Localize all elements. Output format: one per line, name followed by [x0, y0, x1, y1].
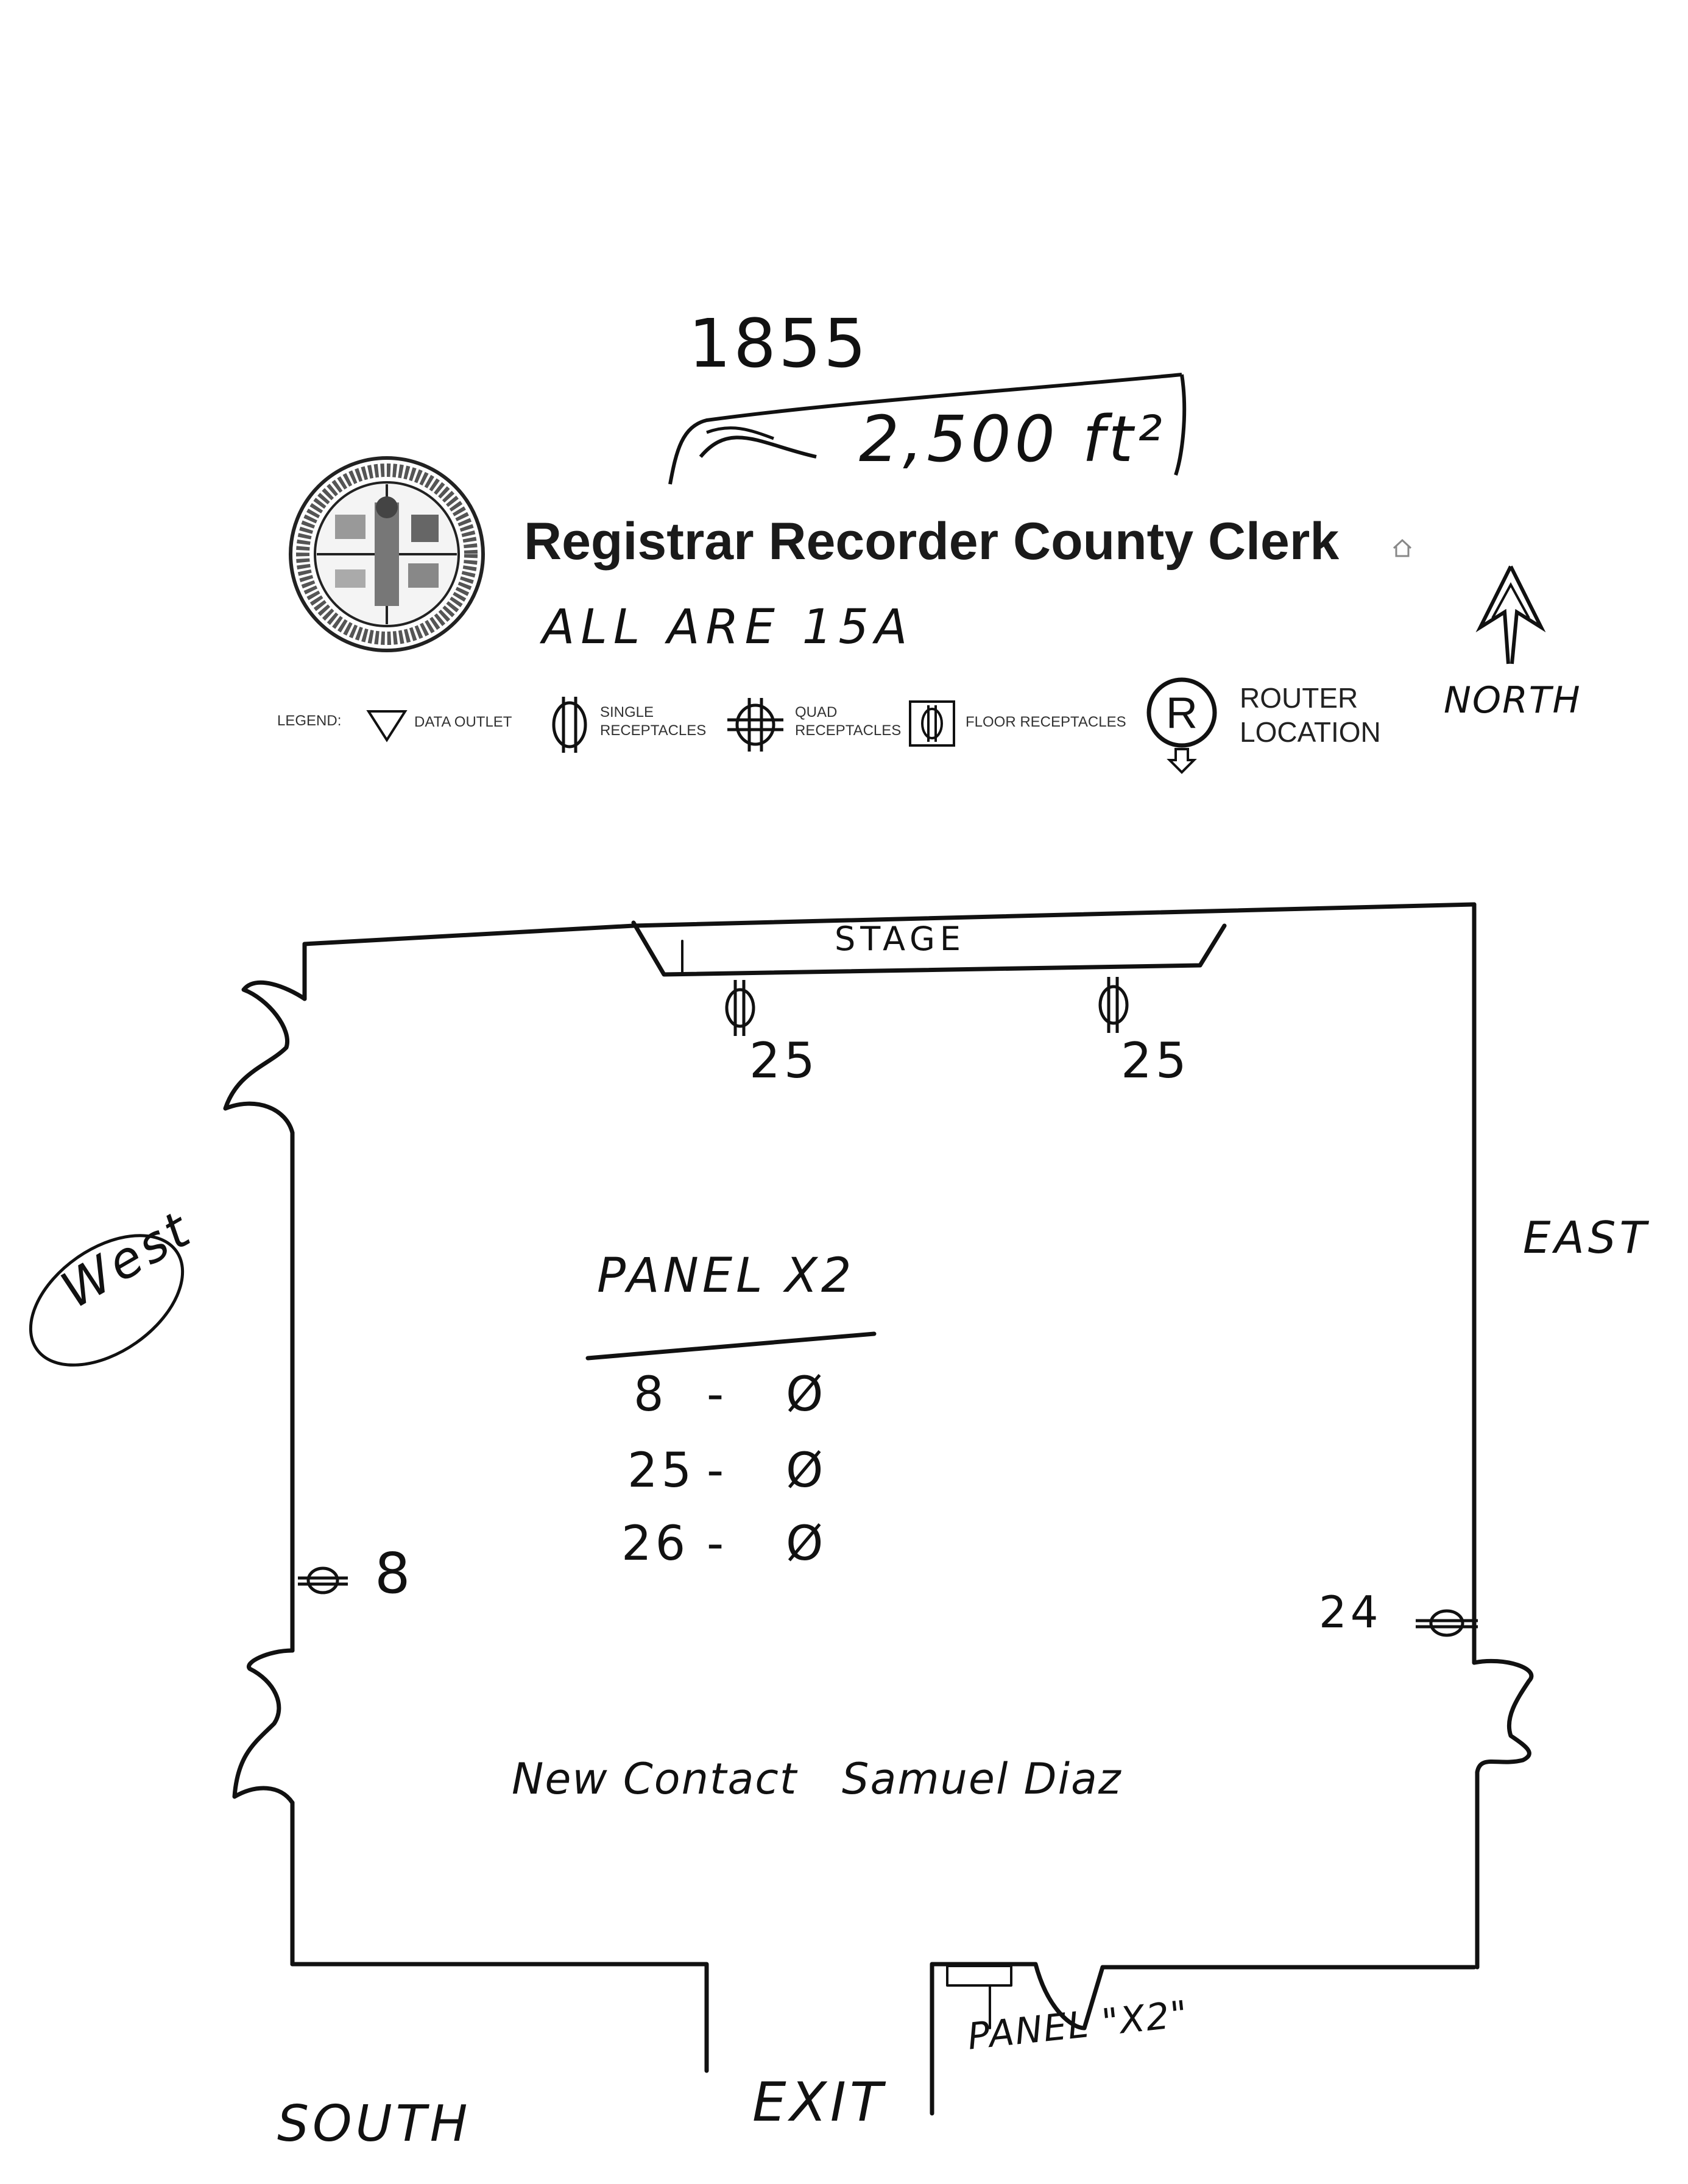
outlet-north-right-icon — [1098, 977, 1129, 1033]
single-receptacle-icon — [552, 697, 587, 753]
panel-row: 8 - Ø — [634, 1367, 853, 1422]
panel-row-circuit: 25 — [627, 1443, 696, 1498]
panel-table-heading: PANEL X2 — [597, 1249, 855, 1303]
svg-text:R: R — [1166, 689, 1198, 738]
legend-label: LEGEND: — [277, 713, 342, 729]
exit-label: EXIT — [752, 2071, 886, 2133]
contact-note: New Contact Samuel Diaz — [512, 1754, 1122, 1804]
amperage-note: ALL ARE 15A — [542, 600, 914, 655]
floor-receptacle-icon — [909, 700, 955, 747]
outlet-east-icon — [1416, 1609, 1478, 1637]
outlet-north-right-circuit: 25 — [1121, 1032, 1190, 1089]
legend-floor-receptacle: FLOOR RECEPTACLES — [966, 714, 1126, 730]
panel-row-dash: - — [707, 1367, 728, 1422]
outlet-west-circuit: 8 — [375, 1541, 414, 1606]
panel-row-dash: - — [707, 1516, 728, 1571]
panel-row-value: Ø — [786, 1367, 827, 1422]
home-icon — [1393, 538, 1412, 557]
router-icon: R — [1146, 677, 1217, 774]
area-bracket — [668, 373, 1187, 485]
south-label: SOUTH — [277, 2095, 471, 2153]
panel-row: 25 - Ø — [627, 1443, 847, 1498]
legend-data-outlet: DATA OUTLET — [414, 714, 512, 730]
outlet-north-left-circuit: 25 — [749, 1032, 819, 1089]
page-title: Registrar Recorder County Clerk — [524, 512, 1340, 571]
annotation-number: 1855 — [688, 305, 869, 382]
legend-router: ROUTER LOCATION — [1240, 682, 1381, 748]
outlet-north-left-icon — [725, 980, 755, 1036]
panel-row-dash: - — [707, 1443, 728, 1498]
stage-label: STAGE — [835, 920, 966, 958]
panel-row: 26 - Ø — [621, 1516, 841, 1571]
north-arrow-icon — [1475, 565, 1546, 664]
area-annotation: 2,500 ft² — [859, 402, 1166, 476]
north-label: NORTH — [1444, 679, 1581, 722]
legend-single-receptacle: SINGLE RECEPTACLES — [600, 704, 707, 739]
panel-row-circuit: 8 — [634, 1367, 668, 1422]
data-outlet-icon — [366, 710, 408, 742]
quad-receptacle-icon — [727, 698, 783, 752]
panel-row-circuit: 26 — [621, 1516, 690, 1571]
outlet-east-circuit: 24 — [1319, 1587, 1382, 1638]
county-seal — [289, 456, 485, 652]
outlet-west-icon — [298, 1566, 348, 1594]
east-label: EAST — [1523, 1212, 1650, 1263]
panel-row-value: Ø — [786, 1516, 827, 1571]
panel-row-value: Ø — [786, 1443, 827, 1498]
legend-quad-receptacle: QUAD RECEPTACLES — [795, 704, 902, 739]
